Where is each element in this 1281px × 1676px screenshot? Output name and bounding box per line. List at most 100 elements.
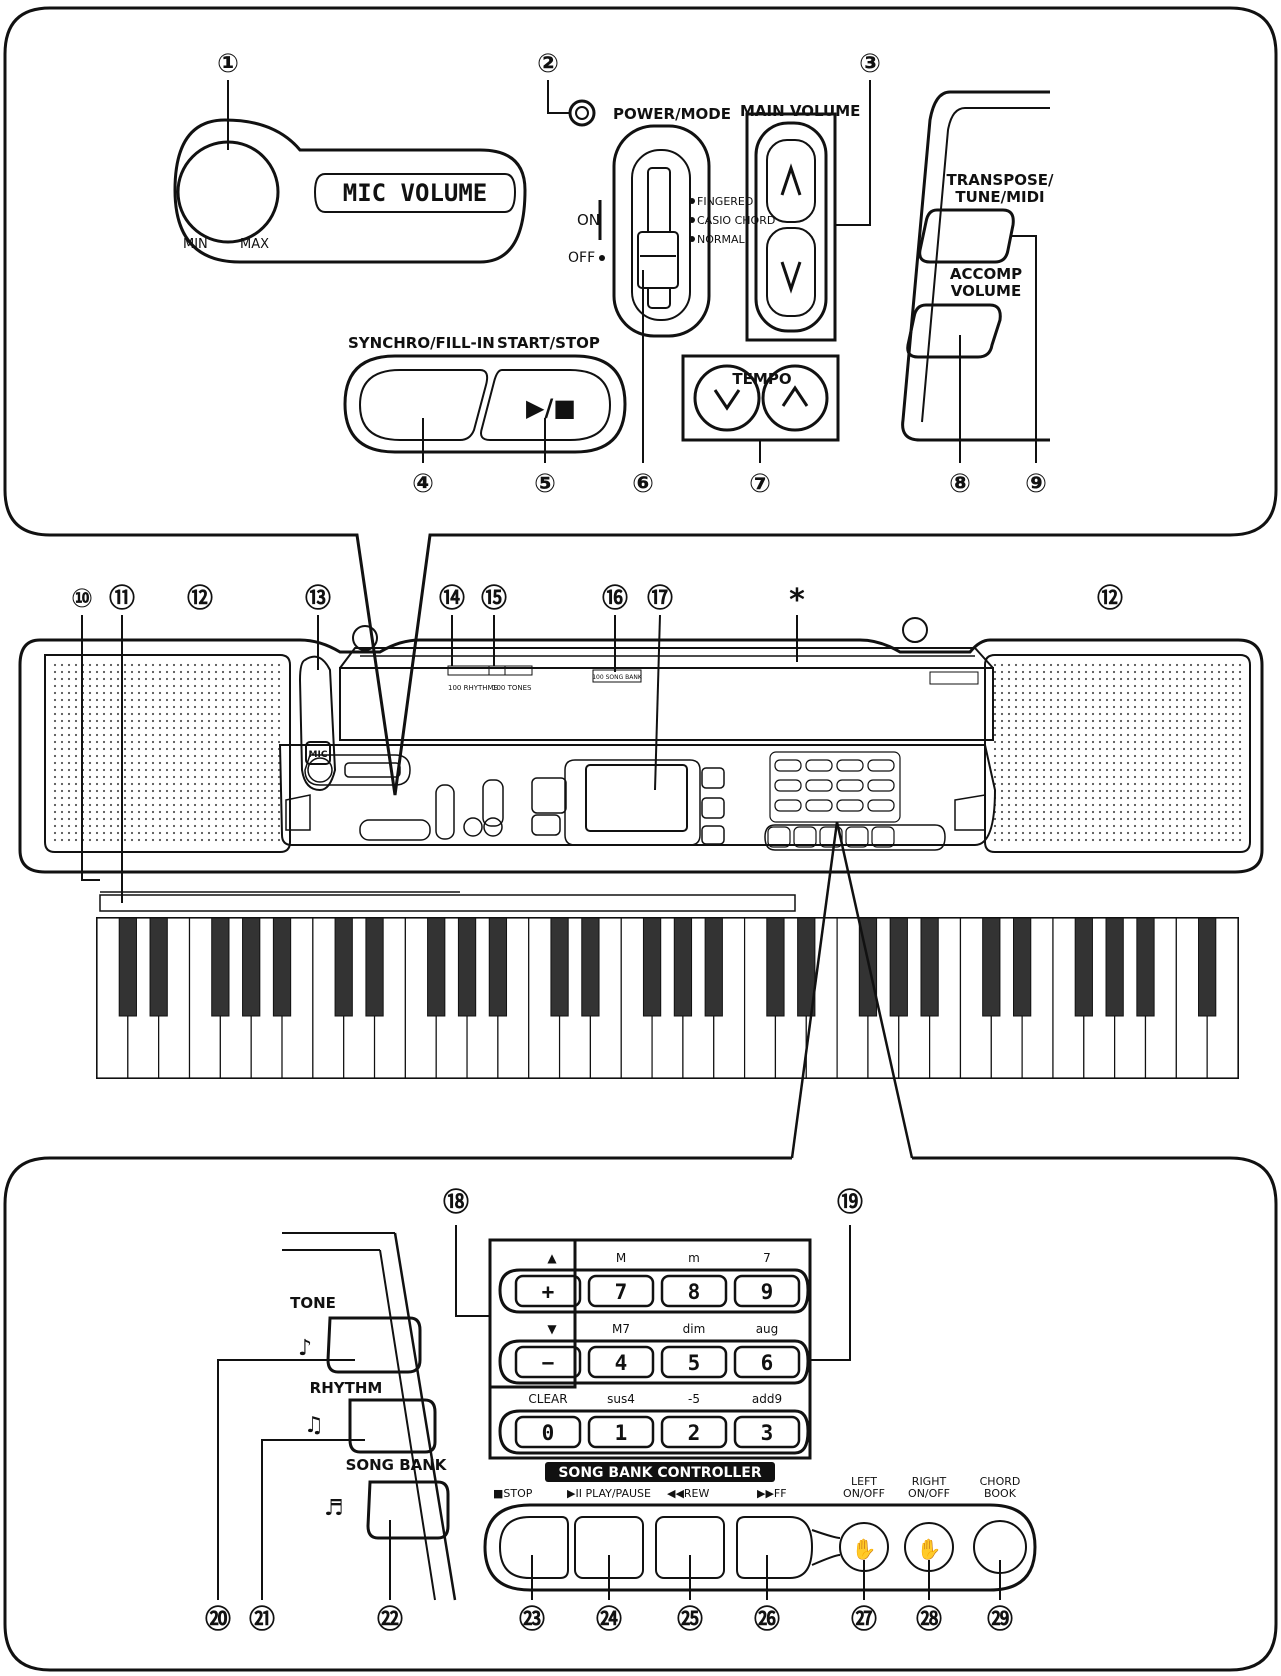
- black-key[interactable]: [797, 917, 816, 1017]
- callout-26: ㉖: [754, 1604, 780, 1635]
- black-key[interactable]: [550, 917, 569, 1017]
- tempo-buttons[interactable]: [693, 364, 829, 432]
- black-key[interactable]: [1013, 917, 1032, 1017]
- transpose-button[interactable]: [918, 208, 1015, 264]
- black-key[interactable]: [889, 917, 908, 1017]
- down-arrow: ▼: [547, 1322, 557, 1336]
- black-key[interactable]: [365, 917, 384, 1017]
- chord-label: add9: [752, 1392, 782, 1406]
- black-key[interactable]: [457, 917, 477, 1017]
- number-key[interactable]: [733, 1415, 801, 1449]
- synchro-fill-in-button[interactable]: [358, 369, 489, 441]
- start-stop-button[interactable]: [480, 369, 612, 441]
- synchro-label: SYNCHRO/FILL-IN: [348, 334, 495, 352]
- start-stop-label: START/STOP: [497, 334, 600, 352]
- callout-14: ⑭: [439, 583, 465, 614]
- black-key[interactable]: [1198, 917, 1217, 1017]
- chord-label: CLEAR: [528, 1392, 567, 1406]
- callout-4: ④: [412, 469, 434, 499]
- black-key[interactable]: [581, 917, 600, 1017]
- number-key[interactable]: [587, 1345, 655, 1379]
- asterisk-marker: *: [789, 583, 805, 618]
- chord-label: aug: [756, 1322, 779, 1336]
- number-key[interactable]: [514, 1274, 582, 1308]
- song-bank-button[interactable]: [366, 1480, 450, 1540]
- number-key-label: 6: [761, 1351, 774, 1375]
- callout-2: ②: [537, 49, 559, 79]
- play-stop-symbol: ▶/■: [526, 394, 576, 422]
- black-key[interactable]: [149, 917, 168, 1017]
- chord-book-label-2: BOOK: [984, 1487, 1017, 1500]
- number-key-label: 4: [615, 1351, 628, 1375]
- piano-keys[interactable]: [96, 917, 1239, 1079]
- accomp-label: ACCOMP: [950, 265, 1022, 283]
- black-key[interactable]: [766, 917, 785, 1017]
- callout-24: ㉔: [596, 1604, 622, 1635]
- callout-17: ⑰: [647, 583, 673, 614]
- controller-title: SONG BANK CONTROLLER: [558, 1465, 762, 1481]
- bottom-panel-outline: [3, 1156, 1278, 1672]
- black-key[interactable]: [488, 917, 508, 1017]
- callout-15: ⑮: [481, 583, 507, 614]
- number-key-label: −: [542, 1351, 555, 1375]
- chord-label: M: [616, 1251, 626, 1265]
- mic-jack[interactable]: [298, 655, 337, 792]
- number-key[interactable]: [660, 1415, 728, 1449]
- callout-23: ㉓: [519, 1604, 545, 1635]
- number-key[interactable]: [733, 1345, 801, 1379]
- black-key[interactable]: [272, 917, 292, 1017]
- mini-numpad: [767, 751, 901, 848]
- black-key[interactable]: [1105, 917, 1124, 1017]
- song-bank-icon: ♬: [324, 1496, 344, 1521]
- callout-7: ⑦: [749, 469, 771, 499]
- black-key[interactable]: [920, 917, 939, 1017]
- black-key[interactable]: [704, 917, 723, 1017]
- top-panel-outline: [3, 6, 1278, 796]
- black-key[interactable]: [242, 917, 261, 1017]
- callout-13: ⑬: [305, 583, 331, 614]
- callout-22: ㉒: [377, 1604, 403, 1635]
- song-bank-count-label: 100 SONG BANK: [592, 674, 643, 681]
- mic-volume-knob[interactable]: [173, 118, 527, 264]
- black-key[interactable]: [1136, 917, 1155, 1017]
- controller-frame: [483, 1503, 1037, 1592]
- stop-label: ■STOP: [493, 1487, 533, 1500]
- callout-18: ⑱: [443, 1187, 469, 1218]
- right-hand-icon: ✋: [917, 1537, 942, 1561]
- number-key[interactable]: [733, 1274, 801, 1308]
- number-key-label: 2: [688, 1421, 701, 1445]
- number-key[interactable]: [587, 1274, 655, 1308]
- right-speaker: [984, 654, 1251, 853]
- main-volume-buttons[interactable]: [754, 121, 828, 333]
- ff-button[interactable]: [736, 1516, 814, 1579]
- black-key[interactable]: [334, 917, 353, 1017]
- callout-25: ㉕: [677, 1604, 703, 1635]
- number-key[interactable]: [514, 1415, 582, 1449]
- callout-16: ⑯: [602, 583, 628, 614]
- black-key[interactable]: [1074, 917, 1093, 1017]
- fingered-label: FINGERED: [697, 195, 753, 208]
- rhythm-icon: ♫: [304, 1413, 324, 1438]
- song-bank-label: SONG BANK: [346, 1456, 448, 1474]
- black-key[interactable]: [427, 917, 446, 1017]
- number-key[interactable]: [660, 1274, 728, 1308]
- stop-button[interactable]: [498, 1516, 569, 1579]
- callout-6: ⑥: [632, 469, 654, 499]
- black-key[interactable]: [673, 917, 693, 1017]
- callout-19: ⑲: [837, 1187, 863, 1218]
- number-key[interactable]: [587, 1415, 655, 1449]
- black-key[interactable]: [118, 917, 137, 1017]
- black-key[interactable]: [211, 917, 230, 1017]
- tone-icon: ♪: [298, 1336, 312, 1361]
- rhythm-button[interactable]: [348, 1398, 437, 1454]
- accomp-volume-button[interactable]: [906, 303, 1002, 359]
- number-key[interactable]: [514, 1345, 582, 1379]
- tone-button[interactable]: [326, 1316, 422, 1374]
- callout-20: ⑳: [205, 1604, 231, 1635]
- power-mode-switch[interactable]: [612, 124, 711, 338]
- left-speaker: [44, 654, 291, 853]
- number-key-label: 8: [688, 1280, 701, 1304]
- number-key[interactable]: [660, 1345, 728, 1379]
- black-key[interactable]: [982, 917, 1001, 1017]
- black-key[interactable]: [642, 917, 662, 1017]
